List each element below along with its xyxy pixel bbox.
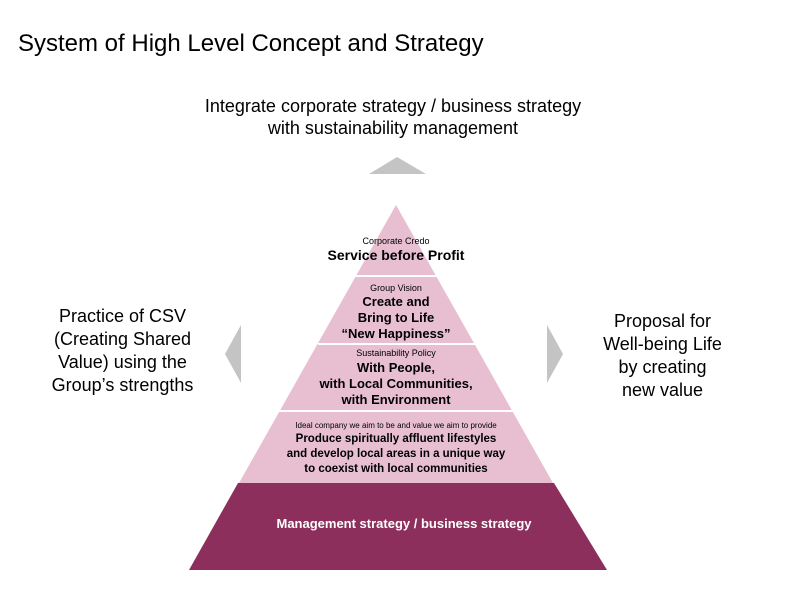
left-statement-line: Value) using the [58, 352, 187, 372]
tier2-line: Bring to Life [357, 310, 435, 325]
top-statement: Integrate corporate strategy / business … [160, 95, 626, 139]
left-statement-line: Practice of CSV [58, 306, 187, 326]
left-statement-line: (Creating Shared [53, 329, 192, 349]
top-statement-line: Integrate corporate strategy / business … [204, 96, 582, 116]
tier3-line: with Local Communities, [319, 376, 473, 391]
tier3-text: With People, with Local Communities, wit… [286, 360, 506, 408]
tier2-line: “New Happiness” [341, 326, 451, 341]
base-text: Management strategy / business strategy [276, 516, 532, 531]
tier4-line: Produce spiritually affluent lifestyles [295, 433, 497, 445]
page-title: System of High Level Concept and Strateg… [18, 30, 484, 57]
left-statement-line: Group’s strengths [51, 375, 194, 395]
arrow-left-icon [225, 325, 241, 383]
tier2-text: Create and Bring to Life “New Happiness” [296, 294, 496, 342]
right-statement-line: Well-being Life [603, 334, 722, 354]
left-statement: Practice of CSV (Creating Shared Value) … [30, 305, 215, 397]
tier2-line: Create and [362, 294, 430, 309]
tier4-line: to coexist with local communities [304, 463, 488, 475]
top-statement-line: with sustainability management [267, 118, 519, 138]
arrow-up-icon [369, 157, 426, 174]
tier4-text: Produce spiritually affluent lifestyles … [246, 432, 546, 477]
tier3-line: With People, [357, 360, 435, 375]
tier3-line: with Environment [341, 392, 451, 407]
right-statement: Proposal for Well-being Life by creating… [585, 310, 740, 402]
tier4-line: and develop local areas in a unique way [286, 448, 506, 460]
arrow-right-icon [547, 325, 563, 383]
pyramid-base [189, 483, 607, 570]
right-statement-line: by creating [618, 357, 707, 377]
tier3-caption: Sustainability Policy [356, 348, 436, 358]
tier2-caption: Group Vision [370, 283, 422, 293]
tier1-caption: Corporate Credo [362, 236, 430, 246]
right-statement-line: new value [621, 380, 704, 400]
tier1-text: Service before Profit [327, 247, 465, 263]
right-statement-line: Proposal for [613, 311, 712, 331]
tier4-caption: Ideal company we aim to be and value we … [295, 421, 497, 430]
